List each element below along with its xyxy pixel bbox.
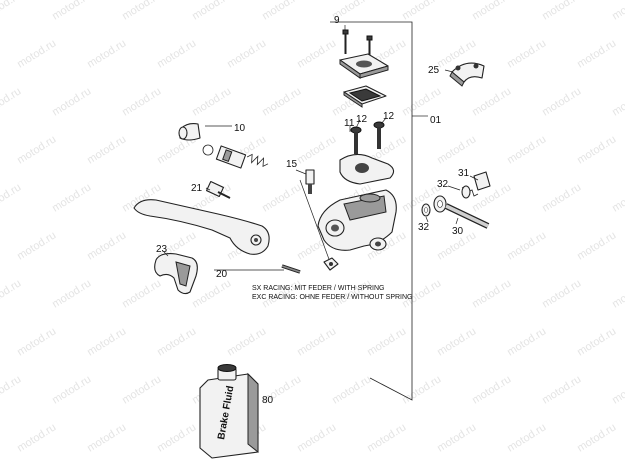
washer-part-32 [421,185,471,223]
handlebar-clamp-part-11 [339,153,395,185]
reservoir-cap-icon [339,53,389,79]
clamp-icon [444,62,485,87]
callout-10: 10 [234,123,246,134]
adjuster-part-21 [205,180,231,199]
callout-12a: 12 [356,114,368,125]
pivot-bolt-part-15 [295,169,331,263]
callout-32b: 32 [418,222,430,233]
callout-23: 23 [156,244,168,255]
piston-boot-part-10 [178,123,232,156]
callout-11: 11 [344,118,355,129]
callout-20: 20 [216,269,228,280]
diaphragm-icon [343,85,387,108]
assembly-bracket [330,21,428,401]
callout-25: 25 [428,65,440,76]
lever-guard-part-23 [154,251,198,295]
callout-32a: 32 [437,179,449,190]
callout-01: 01 [430,115,442,126]
nut [323,257,339,271]
callout-80: 80 [262,395,274,406]
note-sx-racing: SX RACING: MIT FEDER / WITH SPRING [252,285,385,292]
lever-icon [133,199,270,255]
bottle-icon [199,364,259,459]
piston-spring [215,145,269,169]
callout-15: 15 [286,159,298,170]
callout-31: 31 [458,168,470,179]
master-cylinder-body [317,189,397,251]
hose-icon [433,195,490,229]
pin-part-20 [214,264,301,274]
callout-9: 9 [334,15,340,26]
callout-21: 21 [191,183,203,194]
callout-12b: 12 [383,111,395,122]
callout-30: 30 [452,226,464,237]
bolt-icon [349,117,387,154]
note-exc-racing: EXC RACING: OHNE FEDER / WITHOUT SPRING [252,294,413,301]
